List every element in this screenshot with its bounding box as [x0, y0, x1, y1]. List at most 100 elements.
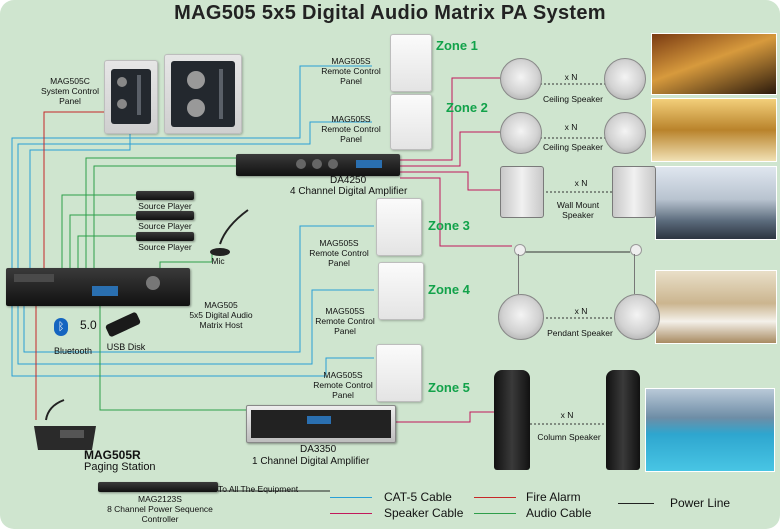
power-sequencer-mag2123s: [98, 482, 218, 492]
host-line1: 5x5 Digital Audio: [189, 310, 253, 320]
multiplier-label-5: x N: [560, 410, 574, 420]
wall-mount-speaker-a: [500, 166, 544, 218]
column-speaker-b: [606, 370, 640, 470]
venue-photo-pool: [645, 388, 775, 472]
mic-label: Mic: [211, 256, 225, 266]
audio-cable-amp4-b: [93, 165, 236, 268]
paging-station-desc: Paging Station: [84, 461, 156, 473]
bluetooth-icon: ᛒ: [54, 318, 68, 336]
amplifier-da3350: [246, 405, 396, 443]
fire-alarm-line: [43, 111, 110, 268]
usb-disk-label: USB Disk: [106, 342, 146, 352]
multiplier-label-1: x N: [564, 72, 578, 82]
bluetooth-label: Bluetooth: [53, 346, 93, 356]
multiplier-label-3: x N: [574, 178, 588, 188]
system-panel-model: MAG505C: [50, 76, 90, 86]
remote-panel-label-2: MAG505S Remote Control Panel: [312, 114, 390, 144]
legend-label-audio: Audio Cable: [526, 506, 592, 520]
wall-mount-speaker-b: [612, 166, 656, 218]
remote-panel-zone4: [378, 262, 424, 320]
fire-alarm-cables: [35, 111, 110, 420]
source-player-1: [136, 191, 194, 200]
diagram-title: MAG505 5x5 Digital Audio Matrix PA Syste…: [174, 2, 606, 24]
system-control-panel-label: MAG505C System Control Panel: [30, 76, 110, 106]
venue-photo-dining-hall: [655, 270, 777, 344]
multiplier-label-2: x N: [564, 122, 578, 132]
zone-label-1: Zone 1: [436, 38, 478, 53]
audio-cables: [61, 157, 246, 411]
audio-cable-source1: [61, 194, 136, 268]
mic-icon: [210, 209, 249, 256]
wall-speaker-label: Wall Mount Speaker: [548, 200, 608, 220]
remote-panel-line1: Remote Control: [321, 66, 381, 76]
wall-speaker-line2: Speaker: [562, 210, 594, 220]
ceiling-speaker-label-1: Ceiling Speaker: [542, 94, 603, 104]
legend-swatch-power: [618, 503, 654, 504]
speaker-cable-zone4: [400, 177, 512, 247]
pendant-speaker-cap-b: [630, 244, 642, 256]
wall-speaker-line1: Wall Mount: [556, 200, 600, 210]
ceiling-speaker-2a: [500, 112, 542, 154]
venue-photo-restaurant: [651, 33, 777, 95]
sequencer-line1: 8 Channel Power Sequence: [107, 504, 213, 514]
legend-label-fire: Fire Alarm: [526, 490, 581, 504]
system-control-panel-1: [104, 60, 158, 134]
system-panel-line2: Panel: [59, 96, 81, 106]
remote-panel-label-1: MAG505S Remote Control Panel: [312, 56, 390, 86]
paging-station-model: MAG505R: [84, 448, 141, 462]
remote-panel-line2: Panel: [340, 134, 362, 144]
pendant-speaker-b: [614, 294, 660, 340]
remote-panel-zone3: [376, 198, 422, 256]
amplifier-da4250-model: DA4250: [330, 175, 367, 186]
remote-panel-zone1: [390, 34, 432, 92]
source-player-label-1: Source Player: [138, 201, 192, 211]
legend-swatch-cat5: [330, 497, 372, 498]
cat5-cable-zone1: [11, 65, 372, 268]
bluetooth-version: 5.0: [80, 318, 97, 332]
pendant-speaker-label: Pendant Speaker: [547, 328, 613, 338]
zone-label-2: Zone 2: [446, 100, 488, 115]
remote-panel-model: MAG505S: [323, 370, 363, 380]
multiplier-label-4: x N: [574, 306, 588, 316]
speaker-cables: [395, 77, 512, 423]
audio-cable-source3: [77, 235, 136, 268]
source-player-label-2: Source Player: [138, 221, 192, 231]
cat5-cable-zone5: [11, 306, 374, 377]
pendant-speaker-cord-a: [518, 254, 519, 294]
cat5-cable-zone2: [17, 121, 372, 268]
pendant-speaker-cap-a: [514, 244, 526, 256]
system-panel-line1: System Control: [40, 86, 100, 96]
remote-panel-zone2: [390, 94, 432, 150]
host-model: MAG505: [204, 300, 238, 310]
remote-panel-label-5: MAG505S Remote Control Panel: [304, 370, 382, 400]
amplifier-da4250-desc: 4 Channel Digital Amplifier: [290, 186, 408, 197]
host-line2: Matrix Host: [199, 320, 243, 330]
legend-label-power: Power Line: [670, 496, 731, 510]
sequencer-line2: Controller: [141, 514, 179, 524]
ceiling-speaker-label-2: Ceiling Speaker: [542, 142, 603, 152]
speaker-cable-zone2: [400, 131, 500, 167]
system-control-panel-2: [164, 54, 242, 134]
remote-panel-model: MAG505S: [331, 114, 371, 124]
audio-cable-amp1: [99, 306, 246, 411]
zone-label-3: Zone 3: [428, 218, 470, 233]
legend-swatch-audio: [474, 513, 516, 514]
pendant-speaker-a: [498, 294, 544, 340]
ceiling-speaker-1b: [604, 58, 646, 100]
remote-panel-model: MAG505S: [331, 56, 371, 66]
remote-panel-line1: Remote Control: [309, 248, 369, 258]
remote-panel-line2: Panel: [334, 326, 356, 336]
power-sequencer-label: MAG2123S 8 Channel Power Sequence Contro…: [100, 494, 220, 524]
sequencer-note: To All The Equipment: [218, 484, 299, 494]
legend-swatch-fire: [474, 497, 516, 498]
pendant-speaker-cord-b: [634, 254, 635, 294]
amplifier-da4250: [236, 154, 400, 176]
legend-label-cat5: CAT-5 Cable: [384, 490, 452, 504]
remote-panel-line1: Remote Control: [321, 124, 381, 134]
cat5-cable-zone3: [23, 225, 374, 353]
column-speaker-a: [494, 370, 530, 470]
ceiling-speaker-2b: [604, 112, 646, 154]
amplifier-da3350-desc: 1 Channel Digital Amplifier: [252, 456, 370, 467]
